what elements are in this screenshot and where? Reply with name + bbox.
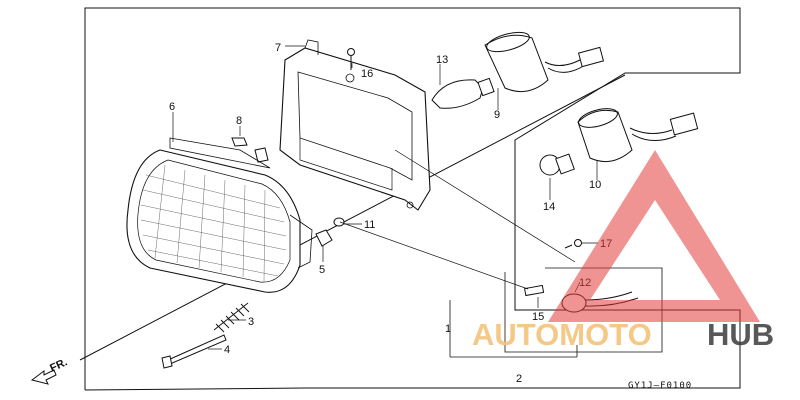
- socket-cover-10: [577, 108, 699, 163]
- socket-subassembly-box: [449, 267, 663, 358]
- callout-4: 4: [224, 344, 230, 356]
- spring-3: [213, 302, 250, 333]
- callout-3: 3: [248, 316, 254, 328]
- headlight-case: [279, 39, 431, 211]
- clip-5: [315, 229, 333, 247]
- callout-14: 14: [543, 201, 555, 213]
- callout-13: 13: [436, 54, 448, 66]
- watermark-word-b: HUB: [707, 317, 774, 352]
- callout-7: 7: [275, 42, 281, 54]
- callout-6: 6: [169, 101, 175, 113]
- front-arrow-icon: [30, 369, 57, 385]
- front-label: FR.: [48, 356, 69, 374]
- callout-10: 10: [589, 179, 601, 191]
- diagram-frame: [79, 7, 741, 391]
- lens-pattern: [140, 164, 287, 282]
- part-code: GY1J–F0100: [628, 381, 692, 391]
- watermark-word-a: AUTOMOTO: [472, 317, 652, 352]
- adjusting-screw-4: [161, 334, 227, 369]
- bulb-13: [431, 77, 495, 109]
- callout-2: 2: [516, 373, 522, 385]
- callout-8: 8: [236, 115, 242, 127]
- bulb-14: [539, 153, 575, 176]
- callout-11: 11: [364, 219, 375, 231]
- callout-9: 9: [494, 109, 500, 121]
- callout-1: 1: [445, 323, 451, 335]
- leader-lines: [172, 45, 598, 350]
- socket-cover-9: [484, 31, 605, 93]
- bracket-bolt: [254, 147, 269, 163]
- callout-16: 16: [361, 68, 373, 80]
- nut-11: [333, 217, 345, 227]
- screw-16: [347, 48, 355, 70]
- watermark-logo: AUTOMOTO HUB: [472, 150, 774, 352]
- bulb-15: [524, 284, 545, 297]
- headlight-lens: [126, 137, 313, 293]
- screw-17: [564, 239, 582, 249]
- nut-8: [231, 137, 248, 147]
- callout-15: 15: [532, 311, 544, 323]
- callout-5: 5: [319, 264, 325, 276]
